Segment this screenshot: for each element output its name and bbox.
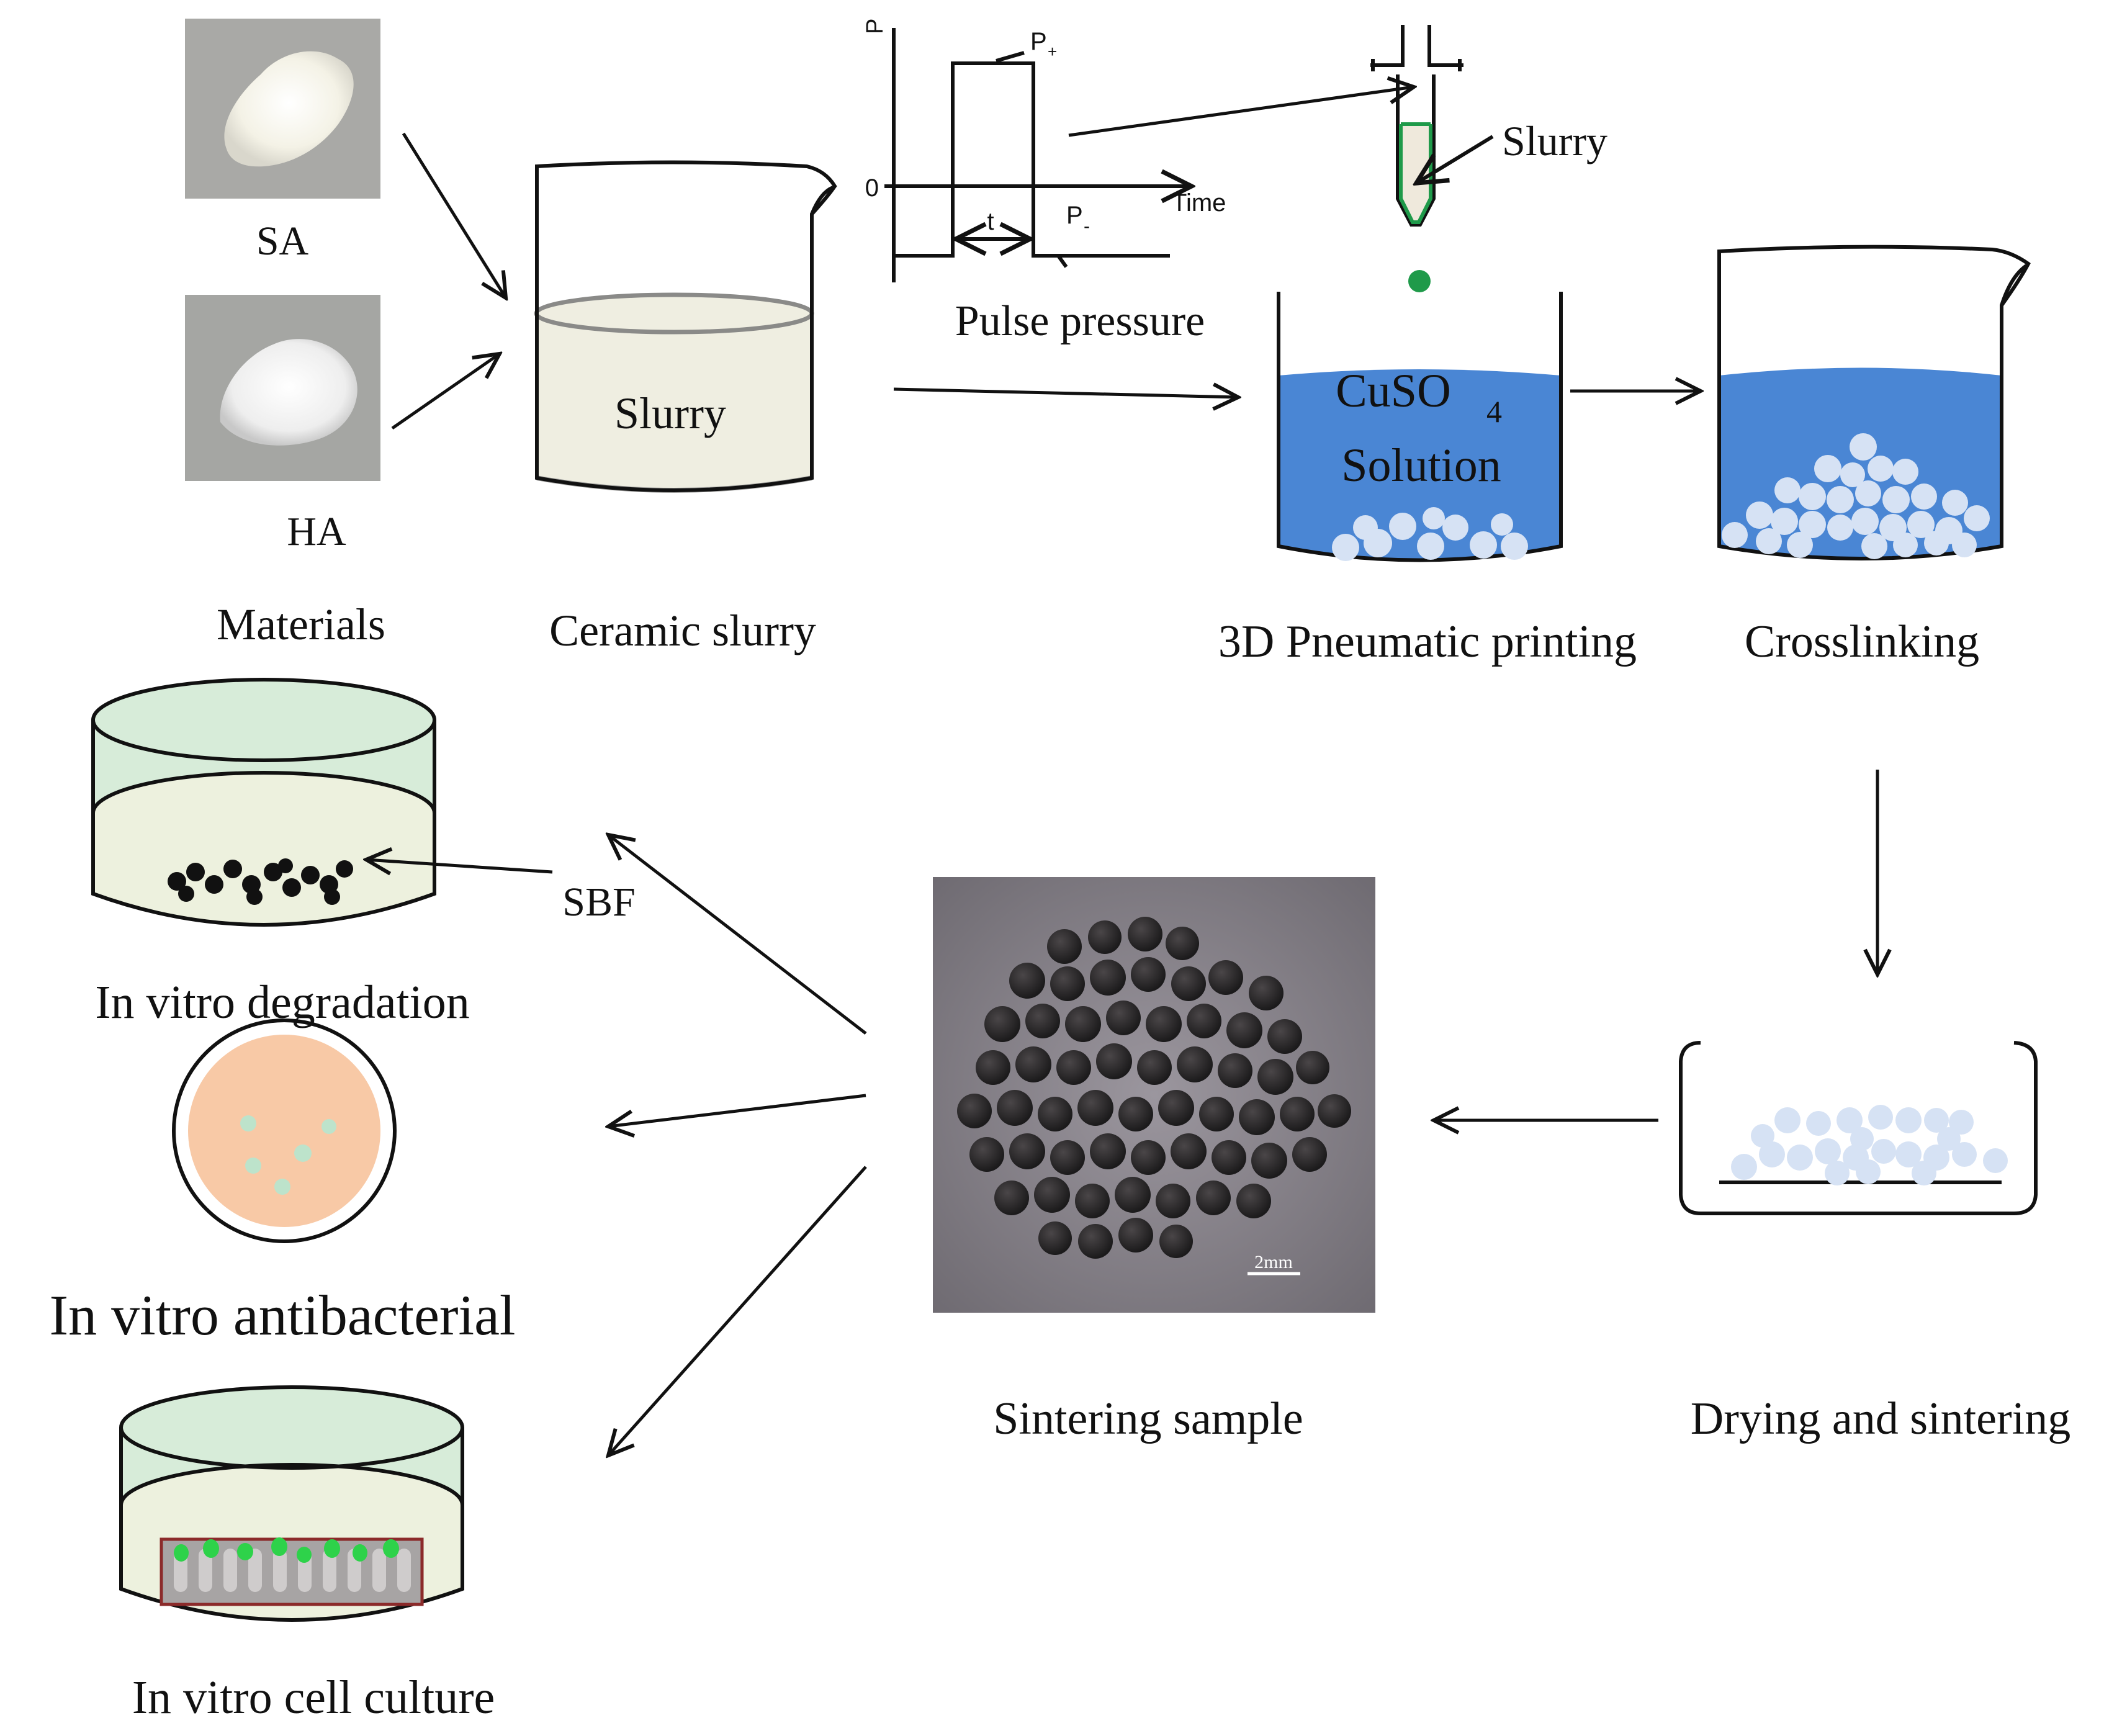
printing-nozzle: Slurry [1370,25,1607,292]
cell-culture-caption: In vitro cell culture [132,1671,495,1724]
p-plus-label: P [1030,28,1047,55]
ceramic-slurry-beaker: Slurry Ceramic slurry [534,160,837,655]
sbf-arrow [366,860,553,872]
arrow-slurry-to-printing [893,389,1238,397]
arrow-sample-to-cell-culture [608,1166,867,1455]
antibacterial-caption: In vitro antibacterial [49,1284,515,1347]
nozzle-slurry-label: Slurry [1502,117,1607,164]
cell-culture-dish: In vitro cell culture [119,1385,495,1724]
cuso4-subscript: 4 [1486,394,1502,429]
pulse-pressure-graph: P 0 Time t P + P - Pulse pressure [862,19,1226,345]
sintering-sample-photo: 2mm Sintering sample [933,877,1375,1444]
antibacterial-plate: In vitro antibacterial [49,1019,516,1347]
pulse-t-label: t [987,208,994,235]
slurry-label: Slurry [614,389,726,438]
printing-beaker: CuSO 4 Solution 3D Pneumatic printing [1218,292,1637,667]
sa-label: SA [256,218,309,264]
ha-powder-photo [185,295,380,481]
printing-beads [1332,507,1528,561]
slurry-fill [537,313,812,489]
pulse-zero-label: 0 [865,174,879,202]
arrow-ha-to-slurry [391,354,500,430]
pulse-time-label: Time [1172,189,1226,217]
crosslinking-beads [1722,433,1990,559]
solution-label: Solution [1341,439,1501,492]
p-minus-label: P [1066,202,1083,229]
drying-beads [1731,1105,2008,1185]
pulse-pressure-caption: Pulse pressure [955,297,1205,345]
slurry-surface [534,292,814,335]
drying-dish: Drying and sintering [1679,1041,2070,1444]
printing-caption: 3D Pneumatic printing [1218,616,1637,667]
arrow-sample-to-antibacterial [608,1094,866,1127]
crosslinking-caption: Crosslinking [1745,616,1979,667]
sbf-label: SBF [562,879,635,925]
degradation-dish: SBF In vitro degradation [91,678,636,1028]
green-droplet [1408,270,1431,292]
scale-bar-label: 2mm [1254,1252,1293,1272]
arrow-sample-to-degradation [608,835,867,1035]
materials-section: SA HA Materials [185,19,506,649]
cuso4-formula: CuSO [1336,365,1451,417]
degradation-beads [168,858,353,905]
antibacterial-colonies [240,1115,336,1195]
sa-powder-photo [185,19,380,199]
crosslinking-beaker: Crosslinking [1717,245,2031,667]
green-cells [174,1537,399,1563]
arrow-pulse-to-nozzle [1068,87,1414,137]
pulse-y-axis-label: P [862,19,888,34]
ha-label: HA [287,509,346,554]
ceramic-slurry-caption: Ceramic slurry [549,606,816,655]
materials-caption: Materials [217,600,385,649]
p-plus-sub: + [1048,42,1057,61]
drying-caption: Drying and sintering [1691,1393,2070,1444]
cuso4-solution [1279,369,1561,560]
p-minus-sub: - [1084,216,1090,236]
cell-scaffold [160,1537,424,1606]
arrow-sa-to-slurry [402,132,506,298]
sample-beads [957,917,1351,1259]
sintering-sample-caption: Sintering sample [993,1393,1303,1444]
